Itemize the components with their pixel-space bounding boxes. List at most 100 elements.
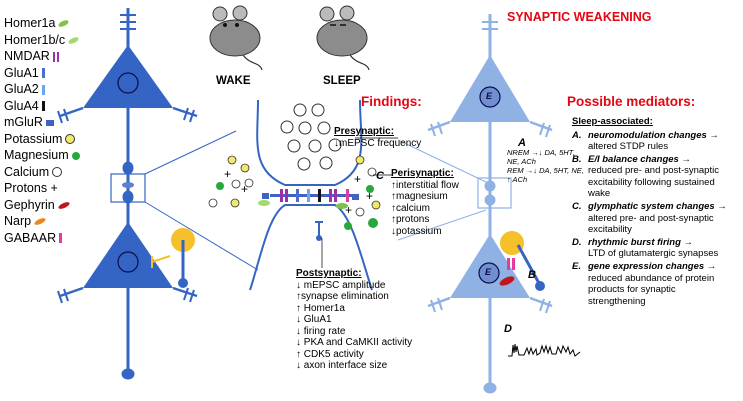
legend-label: NMDAR (4, 49, 50, 63)
ellipse-icon (57, 200, 71, 211)
legend-item: NMDAR (4, 49, 80, 66)
mediator-letter: A. (572, 129, 582, 141)
legend-item: Calcium (4, 165, 80, 182)
circle-icon (65, 134, 76, 145)
burst-firing-trace (508, 343, 581, 357)
legend-label: Homer1b/c (4, 32, 66, 47)
postsynaptic-item: ↓ firing rate (296, 325, 346, 337)
legend-label: Protons + (4, 181, 58, 195)
presynaptic-heading: Presynaptic: (334, 126, 395, 137)
zoom-connector-top (144, 130, 237, 175)
sleep-label: SLEEP (323, 75, 361, 87)
bar-icon (59, 233, 63, 244)
legend-item: Potassium (4, 132, 80, 149)
mediator-title: E/I balance changes (588, 153, 679, 165)
perisynaptic-findings: Perisynaptic: ↑interstitial flow↑magnesi… (391, 168, 459, 237)
mediator-letter: C. (572, 201, 582, 213)
mediator-description: wake (588, 188, 611, 200)
mediator-item: C. glymphatic system changes →altered pre… (572, 201, 740, 236)
marker-b: B (528, 269, 536, 281)
presynaptic-item: ↓mEPSC frequency (334, 137, 422, 149)
neuromod-line-3: REM →↓ DA, 5HT, NE, (507, 166, 584, 175)
legend-item: GluA4 (4, 99, 80, 116)
mediator-description: reduced pre- and post-synaptic (588, 165, 719, 177)
perisynaptic-heading: Perisynaptic: (391, 168, 454, 179)
legend-item: GluA1 (4, 66, 80, 83)
mediator-title: gene expression changes (588, 260, 705, 272)
mediator-title: rhythmic burst firing (588, 236, 681, 248)
sleep-mouse-icon (316, 5, 370, 71)
legend-label: GluA1 (4, 65, 39, 80)
mediator-item: B.E/I balance changes →reduced pre- and … (572, 154, 740, 200)
mediator-description: LTD of glutamatergic synapses (588, 248, 719, 260)
mediator-description: reduced abundance of protein (588, 272, 715, 284)
double-bar-icon (52, 51, 59, 62)
postsynaptic-item: ↓ PKA and CaMKII activity (296, 337, 413, 348)
wake-mouse-icon (209, 5, 263, 71)
svg-text:+: + (224, 167, 231, 181)
legend-item: Magnesium (4, 148, 80, 165)
figure-title: SYNAPTIC WEAKENING (507, 10, 652, 24)
legend-label: Potassium (4, 131, 63, 146)
mediators-list: Sleep-associated: A.neuromodulation chan… (572, 116, 740, 308)
mediator-title: glymphatic system changes (588, 201, 715, 213)
marker-e-lower: E (485, 267, 492, 277)
leaf-icon (67, 35, 80, 45)
arrow-right-icon: → (714, 201, 727, 213)
mediator-description: products for synaptic (588, 284, 676, 296)
mediator-item: E.gene expression changes →reduced abund… (572, 261, 740, 307)
neuromod-line-4: ↑ ACh (507, 175, 528, 184)
wake-upper-nucleus (117, 72, 139, 94)
mediator-description: strengthening (588, 295, 646, 307)
legend-item: GABAAR (4, 231, 80, 248)
neuromod-line-2: NE, ACh (507, 157, 536, 166)
marker-c: C (376, 170, 384, 182)
legend-item: mGluR (4, 115, 80, 132)
arrow-right-icon: → (706, 129, 719, 141)
postsynaptic-heading: Postsynaptic: (296, 268, 362, 279)
sleep-zoom-box (477, 177, 512, 209)
mediator-description: altered STDP rules (588, 141, 669, 153)
leaf-icon (57, 19, 70, 29)
zoom-connector-bottom (144, 201, 259, 271)
wake-upper-neuron (57, 8, 198, 230)
sleep-interneuron (499, 231, 545, 291)
perisynaptic-ions (208, 155, 381, 230)
circle-icon (71, 151, 80, 160)
svg-text:+: + (345, 203, 352, 217)
mediators-header: Possible mediators: (567, 94, 696, 109)
mediator-description: altered pre- and post-synaptic (588, 212, 714, 224)
perisynaptic-item: ↑magnesium (391, 191, 448, 202)
proton-symbols: ++ +++ (224, 167, 373, 217)
legend-label: Homer1a (4, 16, 56, 30)
arrow-right-icon: → (704, 260, 717, 272)
postsynaptic-item: ↓ mEPSC amplitude (296, 279, 386, 291)
legend-item: Gephyrin (4, 198, 80, 215)
postsynaptic-item: ↓ GluA1 (296, 314, 332, 325)
wake-zoom-box (110, 173, 146, 203)
right-connector-top (397, 139, 487, 183)
bar-icon (41, 101, 45, 112)
circle-icon (52, 167, 63, 178)
bar-icon (41, 84, 45, 95)
ellipse-icon (33, 216, 47, 227)
marker-e-upper: E (486, 91, 493, 101)
legend-label: GluA4 (4, 98, 39, 113)
legend-item: Protons + (4, 181, 80, 198)
synaptic-vesicles (280, 103, 342, 171)
mediator-title: neuromodulation changes (588, 129, 707, 141)
perisynaptic-item: ↑interstitial flow (391, 179, 459, 191)
postsynaptic-item: ↑synapse elimination (296, 291, 389, 302)
right-connector-bottom (397, 209, 487, 241)
mediator-description: excitability (588, 224, 632, 236)
arrow-right-icon: → (680, 236, 694, 248)
legend-label: Magnesium (4, 148, 69, 162)
svg-text:+: + (241, 182, 248, 196)
synapse-small-receptor (315, 221, 323, 241)
synapse-illustration (249, 99, 373, 291)
legend-label: Calcium (4, 164, 50, 179)
legend-label: Gephyrin (4, 197, 55, 212)
legend-label: GluA2 (4, 82, 39, 96)
